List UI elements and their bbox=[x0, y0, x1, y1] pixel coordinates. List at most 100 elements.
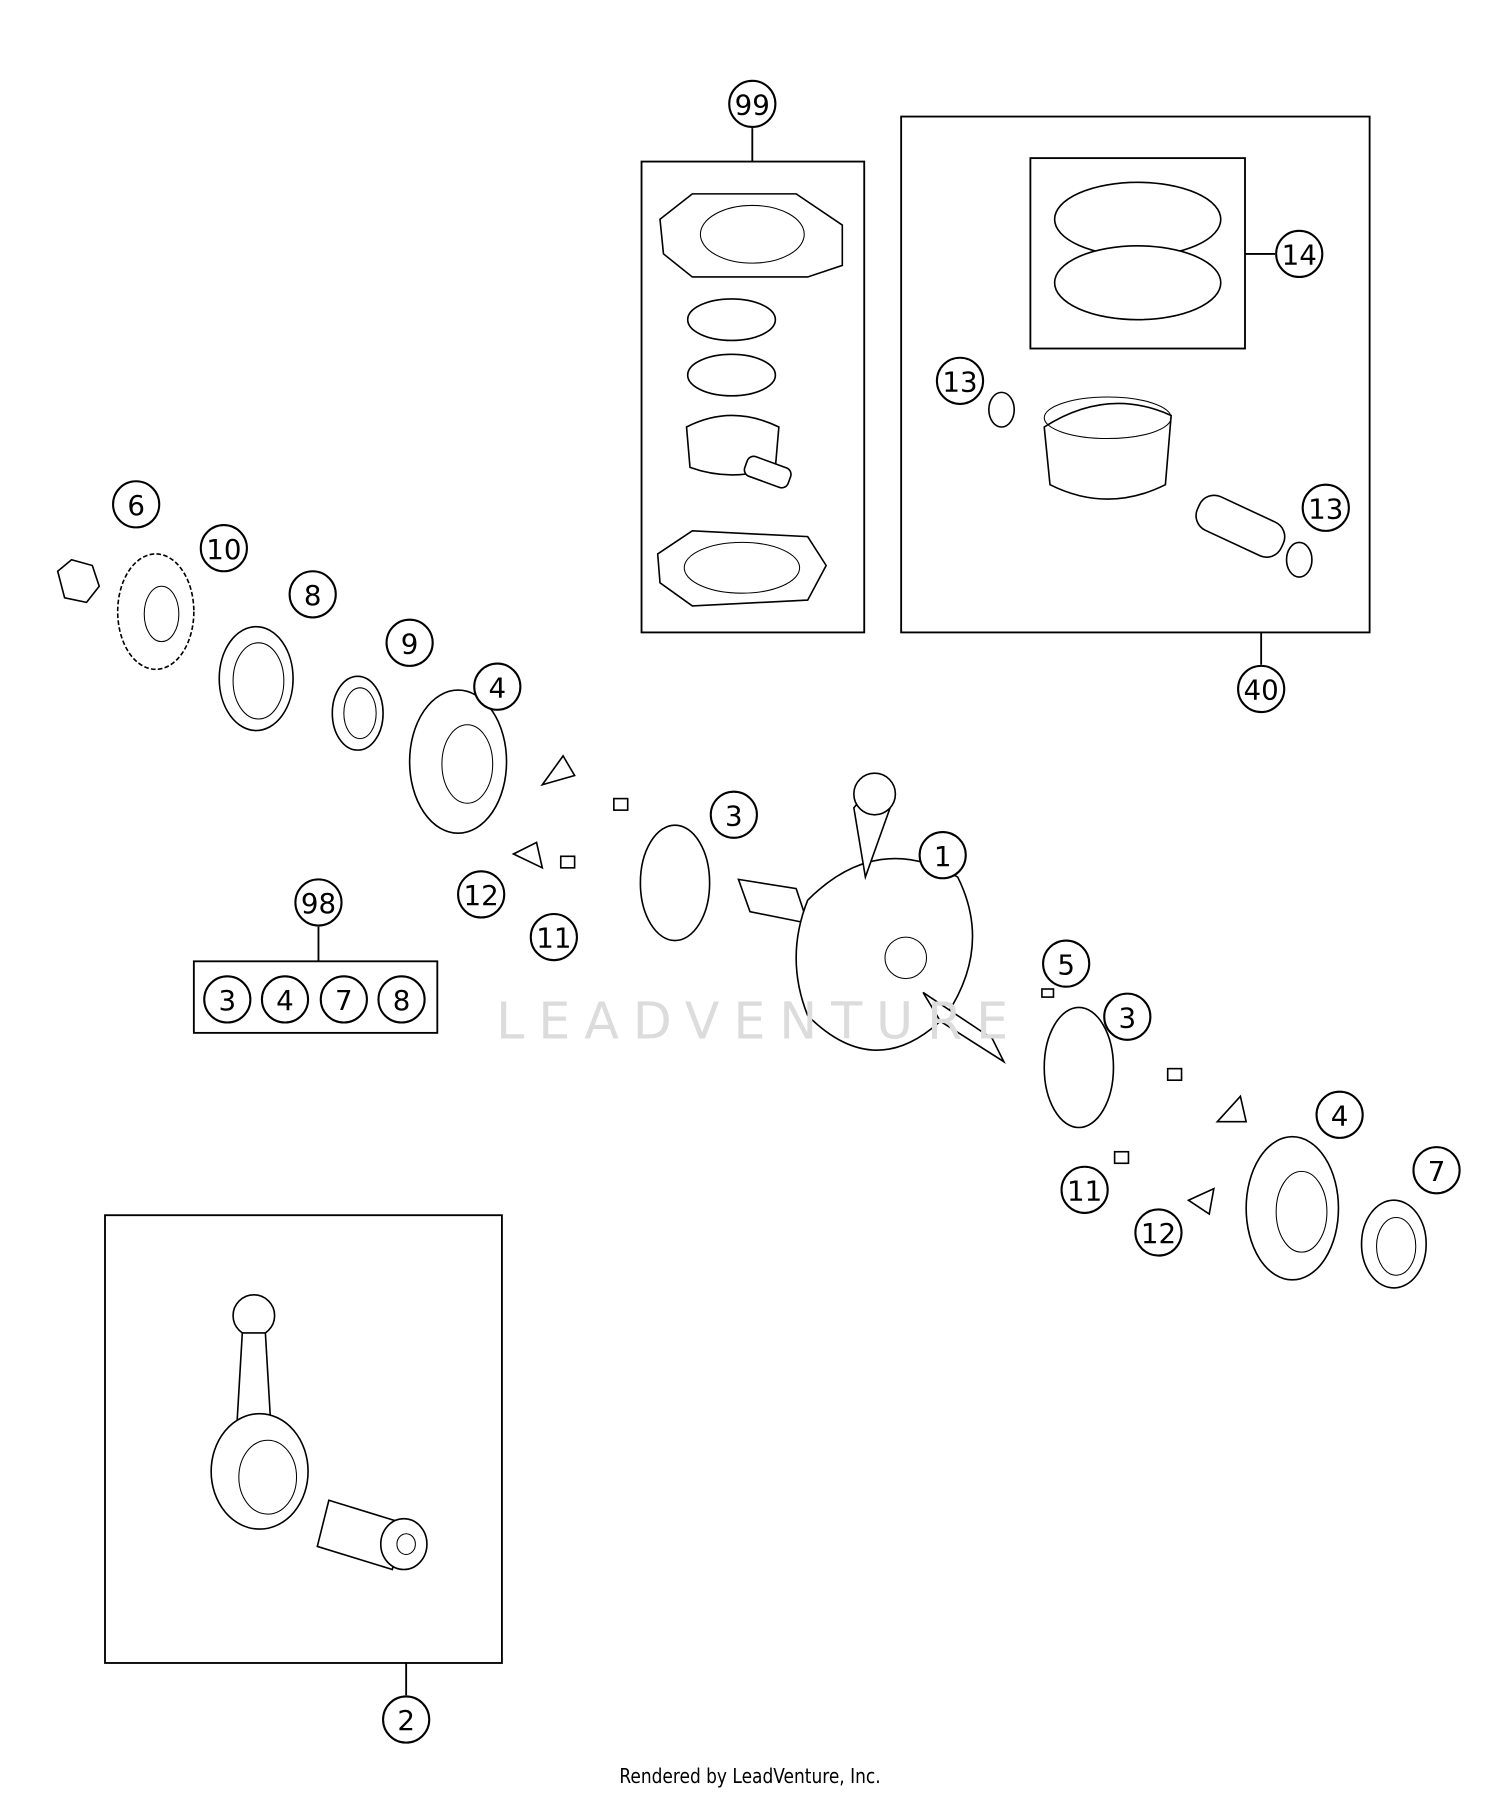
callout-label: 10 bbox=[206, 533, 241, 566]
callout-label: 13 bbox=[942, 365, 977, 398]
callout-circle bbox=[382, 1695, 431, 1744]
callout-label: 11 bbox=[536, 922, 571, 955]
callout-circle bbox=[377, 975, 426, 1024]
footer-credit: Rendered by LeadVenture, Inc. bbox=[619, 1764, 881, 1788]
callout-label: 8 bbox=[304, 579, 322, 612]
callout-13[interactable]: 13 bbox=[1301, 483, 1350, 532]
callout-1[interactable]: 1 bbox=[918, 831, 967, 880]
shaft-seal bbox=[218, 625, 294, 732]
callout-circle bbox=[935, 356, 985, 405]
callout-circle bbox=[203, 975, 252, 1024]
o-ring bbox=[686, 298, 777, 342]
callout-40[interactable]: 40 bbox=[1237, 664, 1286, 714]
callout-label: 3 bbox=[218, 984, 236, 1017]
callout-label: 4 bbox=[488, 671, 506, 704]
piston-ring bbox=[1053, 245, 1222, 321]
callout-label: 4 bbox=[276, 984, 294, 1017]
callout-circle bbox=[385, 618, 434, 667]
screw bbox=[559, 855, 576, 869]
woodruff-key bbox=[1041, 988, 1055, 998]
callout-9[interactable]: 9 bbox=[385, 618, 434, 667]
callout-8[interactable]: 8 bbox=[377, 975, 426, 1024]
piston-kit-box bbox=[900, 115, 1371, 634]
callout-label: 2 bbox=[397, 1704, 415, 1737]
callout-99[interactable]: 99 bbox=[728, 79, 777, 128]
callout-14[interactable]: 14 bbox=[1275, 229, 1324, 279]
screw bbox=[1166, 1067, 1183, 1081]
connecting-rod bbox=[210, 1294, 309, 1530]
gear bbox=[116, 553, 195, 671]
bearing-retainer bbox=[540, 754, 576, 787]
callout-8[interactable]: 8 bbox=[288, 570, 337, 619]
piston bbox=[1043, 396, 1286, 558]
shaft-seal bbox=[1360, 1199, 1427, 1289]
callout-label: 6 bbox=[127, 489, 145, 522]
callout-label: 5 bbox=[1057, 948, 1075, 981]
callout-7[interactable]: 7 bbox=[319, 975, 368, 1024]
bearing-retainer bbox=[1215, 1094, 1248, 1123]
cylinder-head-gasket bbox=[659, 193, 844, 278]
callout-label: 98 bbox=[301, 887, 336, 920]
callout-circle bbox=[319, 975, 368, 1024]
callout-label: 99 bbox=[735, 89, 770, 122]
callout-11[interactable]: 11 bbox=[1060, 1165, 1109, 1214]
callout-label: 8 bbox=[393, 984, 411, 1017]
callout-label: 12 bbox=[464, 879, 499, 912]
callout-label: 3 bbox=[725, 799, 743, 832]
callout-circle bbox=[473, 662, 522, 711]
crankshaft bbox=[737, 772, 1006, 1064]
callout-label: 1 bbox=[934, 840, 952, 873]
nut bbox=[56, 558, 101, 604]
callout-4[interactable]: 4 bbox=[1315, 1090, 1364, 1139]
callout-circle bbox=[1103, 992, 1152, 1041]
callout-circle bbox=[1301, 483, 1350, 532]
callout-circle bbox=[918, 831, 967, 880]
conrod-kit-box bbox=[104, 1214, 503, 1664]
bearing-retainer bbox=[511, 841, 544, 870]
o-ring bbox=[686, 353, 777, 397]
callout-label: 12 bbox=[1141, 1217, 1176, 1250]
callout-circle bbox=[529, 912, 578, 962]
callout-circle bbox=[1134, 1208, 1183, 1257]
callout-label: 9 bbox=[401, 627, 419, 660]
callout-label: 14 bbox=[1282, 239, 1317, 272]
callout-13[interactable]: 13 bbox=[935, 356, 985, 405]
callout-label: 13 bbox=[1308, 492, 1343, 525]
callout-6[interactable]: 6 bbox=[112, 480, 161, 529]
callout-circle bbox=[1042, 939, 1091, 988]
callout-3[interactable]: 3 bbox=[203, 975, 252, 1024]
ball-bearing bbox=[1245, 1135, 1340, 1281]
callout-3[interactable]: 3 bbox=[709, 790, 758, 839]
piston-small bbox=[685, 414, 792, 489]
callout-4[interactable]: 4 bbox=[473, 662, 522, 711]
callout-12[interactable]: 12 bbox=[457, 870, 506, 919]
callout-label: 40 bbox=[1244, 674, 1279, 707]
callout-4[interactable]: 4 bbox=[260, 975, 310, 1024]
crank-pin bbox=[316, 1499, 428, 1571]
shim bbox=[639, 824, 711, 942]
callout-3[interactable]: 3 bbox=[1103, 992, 1152, 1041]
cylinder-base-gasket bbox=[656, 530, 828, 607]
callout-label: 7 bbox=[1428, 1155, 1446, 1188]
callout-label: 3 bbox=[1118, 1001, 1136, 1034]
callout-7[interactable]: 7 bbox=[1412, 1146, 1461, 1195]
callout-5[interactable]: 5 bbox=[1042, 939, 1091, 988]
callout-2[interactable]: 2 bbox=[382, 1695, 431, 1744]
callout-label: 7 bbox=[335, 984, 353, 1017]
callout-circle bbox=[1412, 1146, 1461, 1195]
callout-circle bbox=[1060, 1165, 1109, 1214]
ball-bearing bbox=[408, 689, 508, 835]
callout-98[interactable]: 98 bbox=[294, 878, 343, 927]
callout-label: 4 bbox=[1331, 1099, 1349, 1132]
callout-circle bbox=[288, 570, 337, 619]
screw bbox=[613, 797, 629, 811]
callout-circle bbox=[1315, 1090, 1364, 1139]
shim bbox=[1043, 1006, 1115, 1129]
callout-10[interactable]: 10 bbox=[199, 524, 248, 573]
bearing-kit-box bbox=[192, 960, 439, 1034]
screw bbox=[1113, 1150, 1130, 1165]
callout-11[interactable]: 11 bbox=[529, 912, 578, 962]
callout-12[interactable]: 12 bbox=[1134, 1208, 1183, 1257]
callout-circle bbox=[1275, 229, 1324, 279]
